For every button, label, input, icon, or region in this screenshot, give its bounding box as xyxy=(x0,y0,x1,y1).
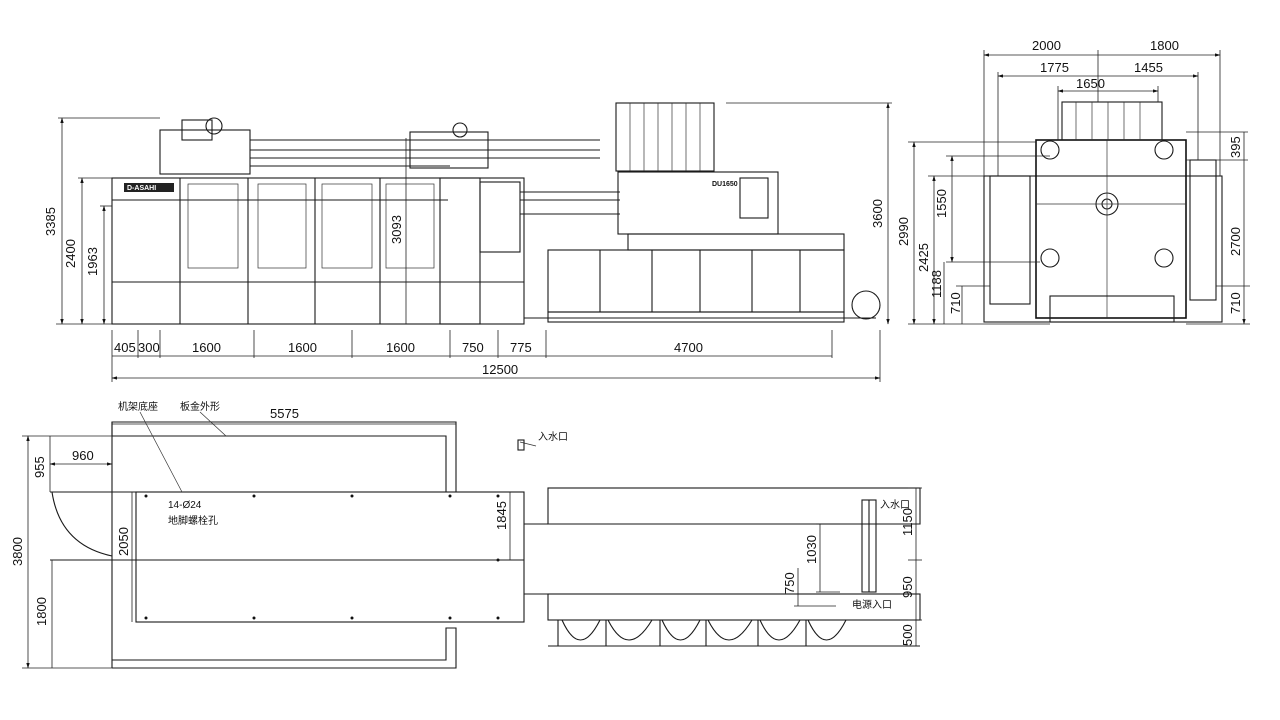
end-view: 2000 1800 1775 1455 1650 2990 2425 1550 … xyxy=(896,38,1250,325)
dim-300: 300 xyxy=(138,340,160,355)
width-5575: 5575 xyxy=(270,406,299,421)
power-inlet: 电源入口 xyxy=(852,598,892,611)
overall-length: 12500 xyxy=(482,362,518,377)
brand-label: D-ASAHI xyxy=(127,185,156,192)
dim-1600-a: 1600 xyxy=(192,340,221,355)
depth-950: 950 xyxy=(900,576,915,598)
depth-1800: 1800 xyxy=(34,597,49,626)
depth-3800: 3800 xyxy=(10,537,25,566)
width-960: 960 xyxy=(72,448,94,463)
height-710-right: 710 xyxy=(1228,292,1243,314)
height-3093: 3093 xyxy=(389,215,404,244)
width-2000: 2000 xyxy=(1032,38,1061,53)
bolt-holes-label: 地脚螺栓孔 xyxy=(168,514,218,527)
water-inlet-right: 入水口 xyxy=(880,499,910,511)
dim-775: 775 xyxy=(510,340,532,355)
dim-1600-c: 1600 xyxy=(386,340,415,355)
water-inlet-top: 入水口 xyxy=(538,431,568,443)
height-1188: 1188 xyxy=(929,270,944,298)
guard-arcs xyxy=(548,619,920,647)
height-3600: 3600 xyxy=(870,199,885,228)
height-3385: 3385 xyxy=(43,207,58,236)
plan-view: 机架底座 板金外形 14-Ø24 地脚螺栓孔 入水口 入水口 电源入口 5575… xyxy=(10,400,922,669)
dim-405: 405 xyxy=(114,340,136,355)
depth-1845: 1845 xyxy=(494,501,509,530)
bolt-holes xyxy=(144,494,500,620)
depth-750: 750 xyxy=(782,572,797,594)
label-sheet: 板金外形 xyxy=(180,400,220,413)
model-label: DU1650 xyxy=(712,181,738,188)
height-710-left: 710 xyxy=(948,292,963,314)
height-2400: 2400 xyxy=(63,239,78,268)
dim-750: 750 xyxy=(462,340,484,355)
width-1775: 1775 xyxy=(1040,60,1069,75)
height-2425: 2425 xyxy=(916,243,931,272)
width-1800: 1800 xyxy=(1150,38,1179,53)
label-frame: 机架底座 xyxy=(118,400,158,413)
width-1650: 1650 xyxy=(1076,76,1105,91)
side-view: D-ASAHI DU1650 xyxy=(43,102,892,382)
depth-955: 955 xyxy=(32,456,47,478)
depth-1150: 1150 xyxy=(900,508,915,536)
height-2990: 2990 xyxy=(896,217,911,246)
height-395: 395 xyxy=(1228,136,1243,158)
depth-500: 500 xyxy=(900,624,915,646)
height-2700: 2700 xyxy=(1228,227,1243,256)
width-1455: 1455 xyxy=(1134,60,1163,75)
dim-4700: 4700 xyxy=(674,340,703,355)
bolt-holes-spec: 14-Ø24 xyxy=(168,500,202,511)
height-1550: 1550 xyxy=(934,189,949,218)
depth-2050: 2050 xyxy=(116,527,131,556)
dim-1600-b: 1600 xyxy=(288,340,317,355)
height-1963: 1963 xyxy=(85,247,100,276)
depth-1030: 1030 xyxy=(804,535,819,564)
